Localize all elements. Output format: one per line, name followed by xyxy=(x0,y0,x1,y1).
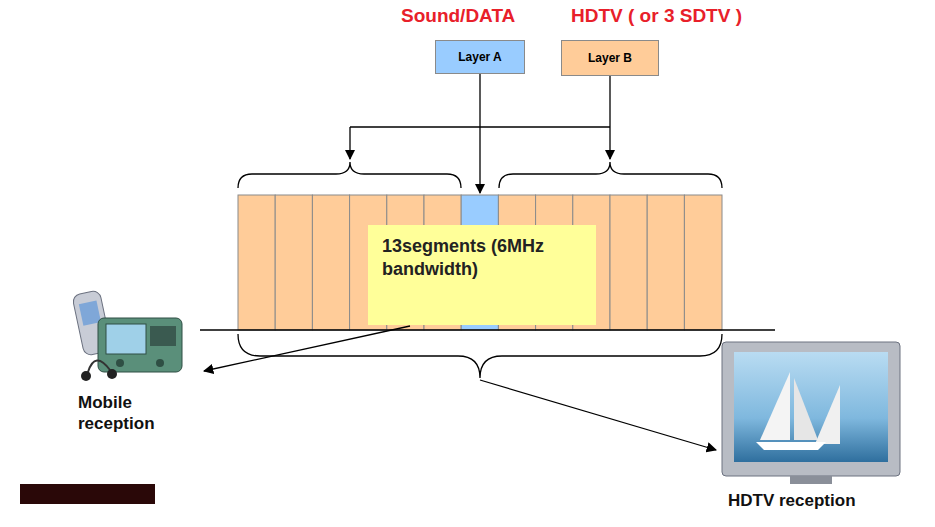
segment-caption-box: 13segments (6MHz bandwidth) xyxy=(368,225,596,325)
arrow-line xyxy=(350,126,610,127)
arrow xyxy=(609,127,610,159)
brace xyxy=(499,162,722,188)
arrow xyxy=(349,127,350,159)
arrow xyxy=(479,74,480,193)
arrow xyxy=(204,326,410,371)
layer-heading: Sound/DATA xyxy=(401,5,515,27)
layer-heading: HDTV ( or 3 SDTV ) xyxy=(571,5,742,27)
arrow-line xyxy=(609,76,610,127)
hdtv-set xyxy=(722,342,900,484)
reception-label: HDTV reception xyxy=(728,490,856,511)
reception-label: Mobile reception xyxy=(78,392,188,435)
layer-name: Layer A xyxy=(458,50,502,64)
brace xyxy=(238,162,461,188)
mobile-devices xyxy=(72,290,182,381)
arrow xyxy=(480,380,716,450)
segment-caption: 13segments (6MHz bandwidth) xyxy=(382,235,582,280)
segment-band xyxy=(238,195,722,330)
logo-badge xyxy=(20,484,155,504)
layer-name: Layer B xyxy=(588,51,632,65)
brace xyxy=(238,334,722,378)
base-line xyxy=(200,329,775,331)
layer-box: HDTV ( or 3 SDTV )Layer B xyxy=(561,40,659,76)
layer-box: Sound/DATALayer A xyxy=(435,40,525,74)
